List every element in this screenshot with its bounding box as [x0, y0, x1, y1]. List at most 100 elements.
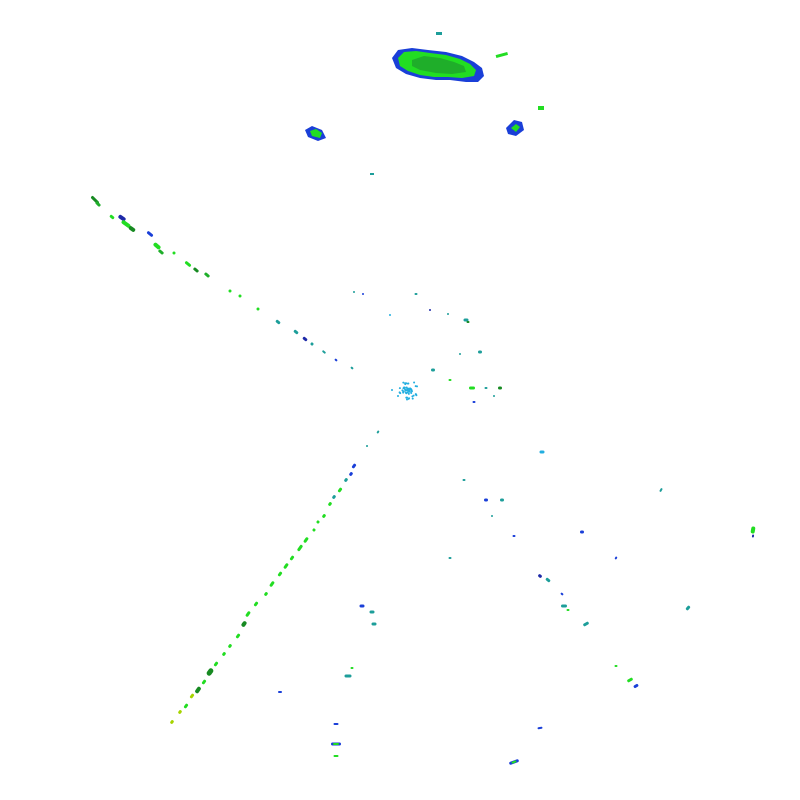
echo-blob — [269, 581, 275, 587]
echo-blob — [334, 358, 338, 362]
echo-blob — [353, 291, 355, 293]
echo-blob — [371, 622, 377, 626]
echo-blob — [204, 272, 210, 278]
echo-blob — [408, 397, 411, 400]
echo-blob — [245, 611, 251, 617]
echo-blob — [410, 392, 413, 395]
echo-blob — [469, 386, 475, 390]
echo-blob — [459, 353, 461, 355]
echo-blob — [312, 528, 316, 532]
echo-blob — [118, 214, 126, 222]
echo-blob — [398, 387, 401, 390]
echo-blob — [121, 220, 131, 228]
echo-blob — [484, 498, 488, 502]
echo-blob — [366, 445, 368, 447]
echo-blob — [322, 350, 326, 354]
echo-blob — [297, 544, 303, 552]
echo-blob — [431, 368, 435, 372]
echo-blob — [404, 389, 407, 392]
echo-blob — [478, 350, 482, 354]
echo-blob — [389, 314, 391, 316]
echo-blob — [414, 385, 417, 388]
echo-blob — [359, 604, 365, 608]
echo-blob — [397, 395, 399, 397]
echo-blob — [560, 592, 564, 596]
echo-blob — [283, 563, 289, 569]
echo-blob — [448, 557, 452, 559]
echo-blob — [583, 621, 589, 627]
echo-blob — [448, 379, 452, 381]
echo-blob — [293, 329, 299, 335]
echo-streak-northwest — [91, 196, 354, 370]
echo-blob — [316, 520, 320, 524]
echo-blob — [183, 703, 189, 709]
echo-blob — [333, 743, 339, 745]
echo-blob — [238, 294, 242, 298]
echo-blob — [350, 667, 354, 669]
echo-blob — [659, 488, 663, 492]
echo-blob — [146, 231, 154, 237]
echo-blob — [462, 479, 466, 481]
echo-blob — [408, 390, 411, 393]
echo-blob — [350, 366, 354, 370]
echo-blob — [206, 668, 214, 676]
echo-blob — [500, 498, 504, 502]
echo-blob — [412, 394, 415, 397]
echo-blob — [195, 686, 201, 694]
echo-blob — [184, 261, 192, 267]
echo-blob — [344, 478, 348, 482]
echo-blob — [333, 723, 339, 725]
echo-blob — [403, 386, 406, 389]
echo-blob — [178, 710, 182, 714]
echo-blob — [429, 309, 431, 311]
echo-blob — [376, 430, 380, 434]
scattered-echoes — [278, 291, 756, 765]
storm-cell-northeast — [370, 106, 544, 175]
echo-blob — [491, 515, 493, 517]
echo-blob — [493, 395, 495, 397]
echo-blob — [228, 644, 232, 648]
echo-blob — [627, 677, 633, 683]
echo-blob — [751, 534, 755, 538]
echo-blob — [213, 661, 219, 667]
echo-blob — [512, 535, 516, 537]
echo-blob — [411, 397, 414, 400]
echo-blob — [302, 336, 308, 342]
echo-blob — [410, 389, 413, 392]
echo-blob — [545, 577, 551, 583]
echo-blob — [264, 592, 268, 596]
echo-blob — [256, 307, 260, 311]
echo-blob — [201, 679, 207, 685]
echo-blob — [472, 401, 476, 403]
echo-blob — [537, 726, 543, 730]
echo-blob — [362, 293, 364, 295]
echo-blob — [402, 381, 405, 384]
echo-blob — [391, 389, 393, 391]
echo-blob — [561, 604, 567, 608]
echo-blob — [333, 755, 339, 757]
echo-blob — [685, 605, 691, 611]
echo-blob — [407, 392, 410, 395]
echo-blob — [303, 537, 309, 543]
echo-blob — [95, 201, 101, 207]
echo-blob — [277, 571, 283, 577]
echo-blob — [193, 267, 199, 273]
echo-blob — [580, 530, 584, 534]
echo-blob — [170, 720, 174, 724]
echo-blob — [463, 318, 469, 322]
echo-blob — [332, 495, 336, 499]
echo-blob — [447, 313, 449, 315]
echo-blob — [398, 391, 401, 394]
echo-blob — [415, 394, 418, 397]
echo-blob — [158, 249, 164, 255]
echo-blob — [344, 674, 352, 678]
echo-blob — [278, 691, 282, 693]
radar-site-ground-clutter — [391, 381, 418, 401]
echo-blob — [405, 382, 408, 385]
echo-blob — [337, 487, 343, 493]
echo-blob — [228, 289, 232, 293]
echo-blob — [235, 633, 241, 639]
echo-blob — [109, 214, 115, 220]
echo-blob — [498, 386, 502, 390]
